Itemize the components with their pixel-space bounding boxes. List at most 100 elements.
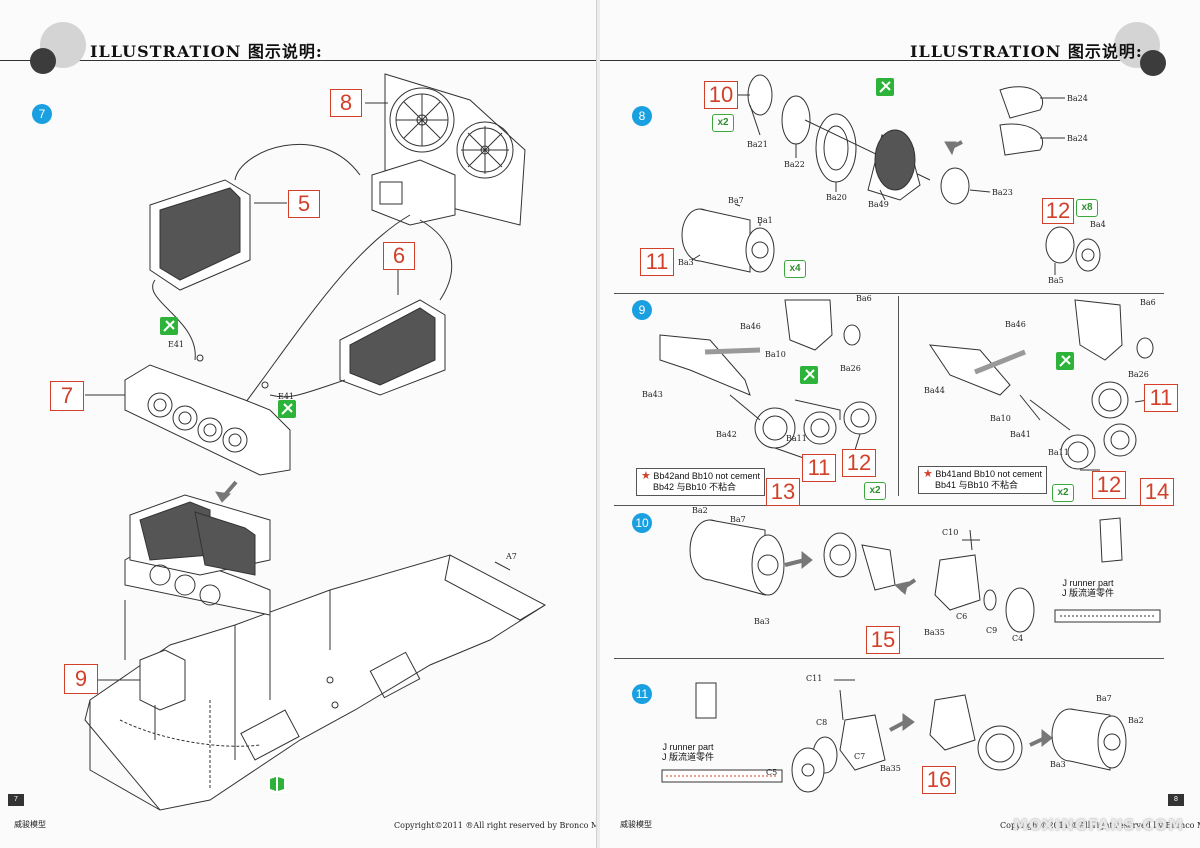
j-runner-line-1: J runner part [1062, 578, 1114, 588]
part-label-c6: C6 [956, 612, 968, 621]
step-box-5: 5 [288, 190, 320, 218]
part-label-ba20: Ba20 [826, 193, 847, 202]
section-divider [614, 505, 1164, 506]
part-label-ba1: Ba1 [757, 216, 773, 225]
header-rule [0, 60, 596, 61]
part-label-c5: C5 [766, 768, 778, 777]
part-label-ba49: Ba49 [868, 200, 889, 209]
left-page: ILLUSTRATION 图示说明: 7 [0, 0, 597, 848]
part-label-ba10: Ba10 [765, 350, 786, 359]
step-box-7: 7 [50, 381, 84, 411]
step-7-badge: 7 [32, 104, 52, 124]
header-circle-dark [30, 48, 56, 74]
header-rule [600, 60, 1160, 61]
part-label-ba41: Ba41 [1010, 430, 1031, 439]
cement-warning-note: ★ Bb42and Bb10 not cement Bb42 与Bb10 不粘合 [636, 468, 765, 496]
part-label-ba35: Ba35 [924, 628, 945, 637]
step-box-11: 11 [640, 248, 674, 276]
part-label-ba46: Ba46 [1005, 320, 1026, 329]
part-label-e41: E41 [278, 392, 295, 401]
step-box-11: 11 [802, 454, 836, 482]
j-runner-note: J runner part J 版流道零件 [1062, 578, 1114, 598]
part-label-ba5: Ba5 [1048, 276, 1064, 285]
wheel-assembly-drawing [659, 74, 1161, 793]
part-label-ba35: Ba35 [880, 764, 901, 773]
part-label-ba3: Ba3 [1050, 760, 1066, 769]
note-line-2: Bb42 与Bb10 不粘合 [653, 482, 737, 492]
note-line-1: Bb42and Bb10 not cement [653, 471, 760, 481]
page-number: 8 [1168, 794, 1184, 806]
step-box-6: 6 [383, 242, 415, 270]
j-runner-line-1: J runner part [662, 742, 714, 752]
quantity-badge: x8 [1076, 199, 1098, 217]
part-label-c11: C11 [806, 674, 823, 683]
step-box-12: 12 [1042, 198, 1074, 224]
part-label-ba6: Ba6 [856, 294, 872, 303]
step-box-16: 16 [922, 766, 956, 794]
right-page: ILLUSTRATION 图示说明: 8 9 10 11 [600, 0, 1200, 848]
part-label-ba21: Ba21 [747, 140, 768, 149]
column-divider [898, 296, 899, 496]
j-runner-note: J runner part J 版流道零件 [662, 742, 714, 762]
cement-icon [278, 400, 296, 418]
part-label-ba6: Ba6 [1140, 298, 1156, 307]
j-runner-line-2: J 版流道零件 [662, 752, 715, 762]
step-box-12: 12 [1092, 471, 1126, 499]
part-label-ba22: Ba22 [784, 160, 805, 169]
part-label-ba24: Ba24 [1067, 94, 1088, 103]
part-label-ba10: Ba10 [990, 414, 1011, 423]
step-8-badge: 8 [632, 106, 652, 126]
step-box-13: 13 [766, 478, 800, 506]
part-label-ba11: Ba11 [1048, 448, 1069, 457]
cement-icon [160, 317, 178, 335]
step-9-badge: 9 [632, 300, 652, 320]
watermark: MOXINGFANS.COM [1012, 816, 1184, 834]
step-box-11: 11 [1144, 384, 1178, 412]
part-label-ba26: Ba26 [840, 364, 861, 373]
engine-assembly-drawing [84, 73, 546, 811]
part-label-a7: A7 [506, 552, 517, 561]
part-label-ba44: Ba44 [924, 386, 945, 395]
part-label-ba7: Ba7 [1096, 694, 1112, 703]
warning-star-icon: ★ [641, 470, 651, 482]
part-label-c10: C10 [942, 528, 959, 537]
step-11-badge: 11 [632, 684, 652, 704]
part-label-ba7: Ba7 [728, 196, 744, 205]
step-box-12: 12 [842, 449, 876, 477]
part-label-ba43: Ba43 [642, 390, 663, 399]
page-title: ILLUSTRATION 图示说明: [910, 42, 1143, 61]
part-label-ba3: Ba3 [678, 258, 694, 267]
section-divider [614, 293, 1164, 294]
quantity-badge: x4 [784, 260, 806, 278]
quantity-badge: x2 [864, 482, 886, 500]
page-title: ILLUSTRATION 图示说明: [90, 42, 323, 61]
part-label-ba7: Ba7 [730, 515, 746, 524]
part-label-ba42: Ba42 [716, 430, 737, 439]
step-10-badge: 10 [632, 513, 652, 533]
part-label-ba11: Ba11 [786, 434, 807, 443]
step-box-9: 9 [64, 664, 98, 694]
part-label-ba24: Ba24 [1067, 134, 1088, 143]
page-number: 7 [8, 794, 24, 806]
part-label-c4: C4 [1012, 634, 1024, 643]
part-label-c9: C9 [986, 626, 998, 635]
part-label-ba46: Ba46 [740, 322, 761, 331]
footer-copyright: Copyright©2011 ®All right reserved by Br… [1000, 821, 1200, 830]
footer-brand: 威骏模型 [14, 820, 46, 829]
part-label-c8: C8 [816, 718, 828, 727]
section-divider [614, 658, 1164, 659]
part-label-ba2: Ba2 [692, 506, 708, 515]
cement-icon [800, 366, 818, 384]
part-label-e41: E41 [168, 340, 185, 349]
cement-warning-note: ★ Bb41and Bb10 not cement Bb41 与Bb10 不粘合 [918, 466, 1047, 494]
step-box-14: 14 [1140, 478, 1174, 506]
part-label-ba4: Ba4 [1090, 220, 1106, 229]
step-box-8: 8 [330, 89, 362, 117]
green-parts-icon [268, 775, 286, 793]
footer-brand: 威骏模型 [620, 820, 652, 829]
header-circle-dark [1140, 50, 1166, 76]
part-label-ba23: Ba23 [992, 188, 1013, 197]
cement-icon [876, 78, 894, 96]
part-label-c7: C7 [854, 752, 866, 761]
cement-icon [1056, 352, 1074, 370]
